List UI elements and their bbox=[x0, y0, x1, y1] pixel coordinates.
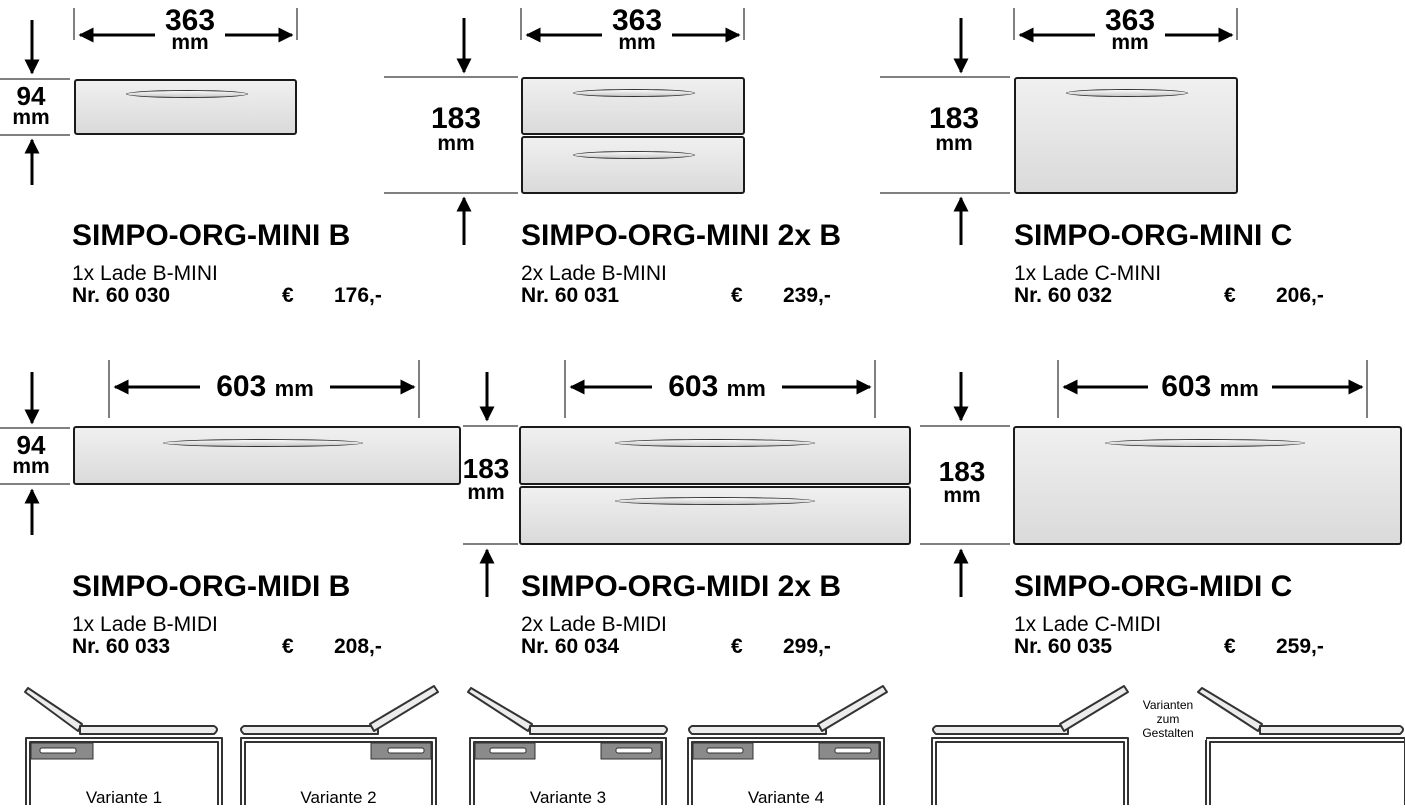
drawer-front bbox=[521, 77, 745, 135]
drawer-handle bbox=[573, 151, 695, 159]
variant-label: Variante 1 bbox=[85, 788, 163, 807]
drawer-handle bbox=[126, 90, 248, 98]
product-content: 1x Lade C-MINI bbox=[1014, 262, 1162, 285]
product-block: SIMPO-ORG-MINI C 1x Lade C-MINI Nr. 60 0… bbox=[1014, 219, 1324, 307]
width-label: 603 mm bbox=[1148, 372, 1272, 404]
drawer-handle bbox=[615, 497, 815, 505]
drawer-front bbox=[73, 426, 461, 485]
drawer-handle bbox=[615, 439, 815, 447]
product-number: Nr. 60 035 bbox=[1014, 635, 1113, 658]
product-content: 2x Lade B-MIDI bbox=[521, 613, 667, 636]
height-label: 94 mm bbox=[12, 81, 50, 129]
product-title: SIMPO-ORG-MINI 2x B bbox=[521, 219, 842, 252]
currency-symbol: € bbox=[731, 635, 743, 658]
product-title: SIMPO-ORG-MINI C bbox=[1014, 219, 1293, 252]
width-label: 363 mm bbox=[602, 6, 672, 53]
product-block: SIMPO-ORG-MIDI C 1x Lade C-MIDI Nr. 60 0… bbox=[1014, 570, 1324, 658]
drawer-front bbox=[1013, 426, 1402, 545]
currency-symbol: € bbox=[1224, 284, 1236, 307]
product-price: 259,- bbox=[1276, 635, 1324, 658]
height-label: 94 mm bbox=[12, 430, 50, 478]
drawer-handle bbox=[1066, 89, 1188, 97]
width-label: 603 mm bbox=[652, 372, 782, 404]
product-number-row: Nr. 60 032 € 206,- bbox=[1014, 284, 1324, 307]
width-label: 603 mm bbox=[200, 372, 330, 404]
product-title: SIMPO-ORG-MIDI C bbox=[1014, 570, 1293, 603]
height-label: 183 mm bbox=[430, 102, 482, 155]
drawer-front bbox=[519, 486, 911, 545]
product-title: SIMPO-ORG-MIDI 2x B bbox=[521, 570, 842, 603]
product-number: Nr. 60 033 bbox=[72, 635, 171, 658]
product-price: 239,- bbox=[783, 284, 831, 307]
product-number-row: Nr. 60 035 € 259,- bbox=[1014, 635, 1324, 658]
product-content: 1x Lade B-MIDI bbox=[72, 613, 218, 636]
drawer-front bbox=[74, 79, 297, 135]
product-price: 206,- bbox=[1276, 284, 1324, 307]
currency-symbol: € bbox=[1224, 635, 1236, 658]
product-content: 1x Lade B-MINI bbox=[72, 262, 218, 285]
product-number-row: Nr. 60 030 € 176,- bbox=[72, 284, 382, 307]
variant-label: Variante 4 bbox=[747, 788, 825, 807]
product-block: SIMPO-ORG-MINI B 1x Lade B-MINI Nr. 60 0… bbox=[72, 219, 382, 307]
product-title: SIMPO-ORG-MINI B bbox=[72, 219, 351, 252]
drawer-front bbox=[519, 426, 911, 485]
product-number: Nr. 60 034 bbox=[521, 635, 620, 658]
product-number-row: Nr. 60 031 € 239,- bbox=[521, 285, 841, 307]
width-label: 363 mm bbox=[155, 6, 225, 53]
product-price: 176,- bbox=[334, 284, 382, 307]
product-number: Nr. 60 030 bbox=[72, 284, 171, 307]
drawer-front bbox=[1014, 77, 1238, 194]
product-number: Nr. 60 032 bbox=[1014, 284, 1113, 307]
product-price: 208,- bbox=[334, 635, 382, 658]
product-block: SIMPO-ORG-MIDI 2x B 2x Lade B-MIDI Nr. 6… bbox=[521, 572, 841, 658]
height-label: 183 mm bbox=[928, 102, 980, 155]
drawer-handle bbox=[573, 89, 695, 97]
width-label: 363 mm bbox=[1095, 6, 1165, 53]
product-block: SIMPO-ORG-MINI 2x B 2x Lade B-MINI Nr. 6… bbox=[521, 221, 841, 307]
height-label: 183 mm bbox=[462, 453, 510, 504]
product-number-row: Nr. 60 033 € 208,- bbox=[72, 635, 382, 658]
variants-custom-label: Varianten zum Gestalten bbox=[1130, 698, 1206, 740]
product-number-row: Nr. 60 034 € 299,- bbox=[521, 636, 841, 658]
drawer-front bbox=[521, 136, 745, 194]
product-content: 2x Lade B-MINI bbox=[521, 262, 667, 285]
product-price: 299,- bbox=[783, 635, 831, 658]
drawer-handle bbox=[163, 439, 363, 447]
currency-symbol: € bbox=[282, 635, 294, 658]
drawer-handle bbox=[1105, 439, 1305, 447]
variant-label: Variante 2 bbox=[300, 788, 377, 807]
height-label: 183 mm bbox=[938, 456, 986, 507]
product-number: Nr. 60 031 bbox=[521, 284, 620, 307]
currency-symbol: € bbox=[731, 284, 743, 307]
product-title: SIMPO-ORG-MIDI B bbox=[72, 570, 351, 603]
variant-label: Variante 3 bbox=[529, 788, 607, 807]
product-content: 1x Lade C-MIDI bbox=[1014, 613, 1162, 636]
product-block: SIMPO-ORG-MIDI B 1x Lade B-MIDI Nr. 60 0… bbox=[72, 570, 382, 658]
currency-symbol: € bbox=[282, 284, 294, 307]
